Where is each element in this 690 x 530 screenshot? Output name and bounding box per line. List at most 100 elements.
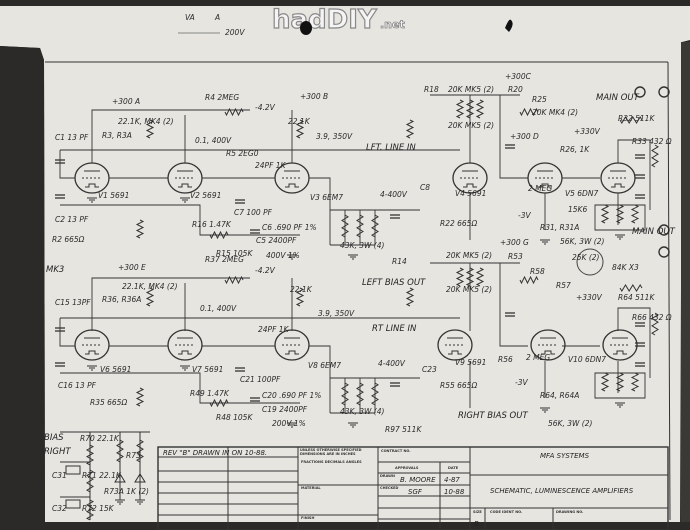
resistor-label: R36, R36A: [102, 295, 141, 304]
resistor-label: R53: [508, 252, 523, 261]
checked-label: CHECKED: [380, 486, 399, 490]
supply-label: +330V: [576, 293, 603, 302]
material-label: MATERIAL: [301, 486, 321, 490]
wire: [60, 277, 300, 404]
svg-text:200V: 200V: [225, 28, 245, 37]
cap-label: C20 .690 PF 1%: [262, 391, 321, 400]
resistor-symbol: [615, 204, 625, 224]
resistor-symbol: [519, 275, 539, 285]
supply-label: +300 D: [510, 132, 539, 141]
resistor-label: R56: [498, 355, 513, 364]
supply-label: -3V: [515, 378, 528, 387]
resistor-label: 25K (2): [572, 253, 600, 262]
resistor-symbol: [341, 382, 349, 406]
resistor-label: R32 511K: [618, 114, 655, 123]
resistor-label: R2 665Ω: [52, 235, 85, 244]
cap-label: 400V 1%: [266, 251, 300, 260]
tube-cathode: [538, 183, 552, 188]
resistor-label: 20K MK4 (2): [532, 108, 578, 117]
cap-label: C8: [420, 183, 430, 192]
resistor-symbol: [615, 372, 625, 392]
vacuum-tube-symbol: [274, 329, 310, 361]
resistor-symbol: [356, 214, 364, 238]
resistor-symbol: [145, 119, 155, 139]
resistor-symbol: [295, 119, 305, 139]
ground-icon: [287, 254, 297, 260]
ground-icon: [180, 197, 190, 203]
cap-label: C23: [422, 365, 437, 374]
tube-envelope: [74, 329, 110, 361]
io-label: MK3: [46, 265, 64, 275]
tube-cathode: [285, 183, 299, 188]
schematic-components: [55, 86, 670, 521]
wire: [60, 109, 300, 236]
resistor-symbol: [600, 204, 610, 224]
resistor-symbol: [356, 382, 364, 406]
cap-label: C31: [52, 471, 67, 480]
ground-icon: [87, 197, 97, 203]
tube-label: V5 6DN7: [565, 189, 598, 198]
io-label: RIGHT: [44, 447, 71, 457]
tube-cathode: [85, 183, 99, 188]
resistor-symbol: [475, 99, 485, 119]
resistor-label: R4 2MEG: [205, 93, 239, 102]
resistor-label: 22.1K: [290, 285, 313, 294]
resistor-symbol: [465, 99, 475, 119]
tolerance-sub: FRACTIONS DECIMALS ANGLES: [301, 460, 362, 464]
resistor-symbol: [145, 287, 155, 307]
resistor-symbol: [600, 372, 610, 392]
ground-icon: [87, 365, 97, 371]
resistor-symbol: [209, 230, 229, 240]
tube-label: V8 6EM7: [308, 361, 341, 370]
resistor-symbol: [86, 469, 94, 493]
tube-envelope: [527, 162, 563, 194]
supply-label: +300 G: [500, 238, 529, 247]
tube-envelope: [167, 162, 203, 194]
title-block: [157, 446, 669, 530]
company-name: MFA SYSTEMS: [540, 452, 590, 460]
svg-text:hadDIY: hadDIY: [272, 5, 378, 35]
io-label: BIAS: [44, 433, 64, 443]
resistor-label: R73: [126, 451, 141, 460]
pencil-scribbles: VA A 200V: [178, 13, 245, 37]
vacuum-tube-symbol: [74, 329, 110, 361]
tube-envelope: [167, 329, 203, 361]
resistor-label: R57: [556, 281, 571, 290]
resistor-label: R73A 1K (2): [104, 487, 149, 496]
resistor-symbol: [85, 444, 95, 466]
output-jack-icon: [658, 246, 670, 258]
resistor-label: R48 105K: [216, 413, 253, 422]
vacuum-tube-symbol: [74, 162, 110, 194]
resistor-label: R66 432 Ω: [632, 313, 672, 322]
resistor-label: 22.1K, MK4 (2): [118, 117, 174, 126]
wire: [469, 361, 646, 408]
tube-label: V3 6EM7: [310, 193, 343, 202]
resistor-label: R72 15K: [82, 504, 115, 513]
tube-envelope: [274, 329, 310, 361]
io-label: MAIN OUT: [632, 227, 676, 237]
resistor-label: 2 MEG: [526, 353, 550, 362]
svg-text:.net: .net: [380, 18, 405, 31]
drawn-by: B. MOORE: [400, 476, 436, 484]
vacuum-tube-symbol: [167, 162, 203, 194]
ground-icon: [287, 422, 297, 428]
resistor-symbol: [455, 99, 465, 119]
cap-label: 4-400V: [378, 359, 406, 368]
cap-label: 24PF 1K: [258, 325, 290, 334]
supply-label: +300 B: [300, 92, 328, 101]
output-jack-icon: [658, 86, 670, 98]
wire: [430, 262, 651, 378]
tolerance-header: UNLESS OTHERWISE SPECIFIED DIMENSIONS AR…: [300, 448, 362, 457]
tube-cathode: [285, 350, 299, 355]
resistor-symbol: [475, 267, 485, 287]
supply-label: +300 E: [118, 263, 146, 272]
wire: [59, 317, 460, 379]
tube-label: V4 5691: [455, 189, 486, 198]
ground-icon: [135, 499, 145, 505]
resistor-label: R26, 1K: [560, 145, 590, 154]
contract-no-label: CONTRACT NO.: [381, 449, 411, 453]
tube-envelope: [530, 329, 566, 361]
resistor-label: R71 22.1K: [82, 471, 122, 480]
resistor-label: 2 MEG: [528, 184, 552, 193]
